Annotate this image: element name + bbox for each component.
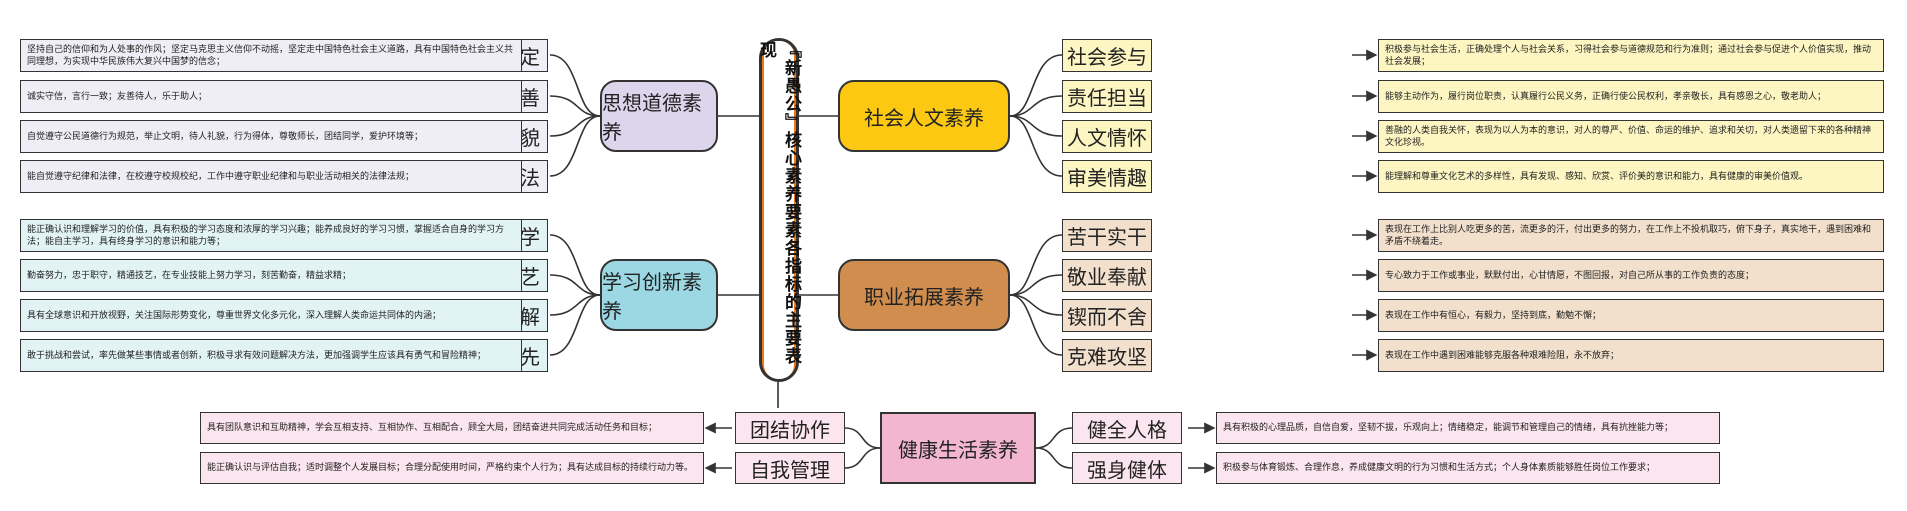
leaf-social-1: 社会参与	[1062, 39, 1152, 72]
desc-career-2: 专心致力于工作或事业，默默付出，心甘情愿，不图回报，对自己所从事的工作负责的态度…	[1378, 259, 1884, 292]
leaf-career-3: 锲而不舍	[1062, 299, 1152, 332]
desc-social-3: 善融的人类自我关怀，表现为以人为本的意识，对人的尊严、价值、命运的维护、追求和关…	[1378, 120, 1884, 153]
desc-career-1: 表现在工作上比别人吃更多的苦，流更多的汗，付出更多的努力，在工作上不投机取巧，俯…	[1378, 219, 1884, 252]
branch-moral: 思想道德素养	[600, 80, 718, 152]
branch-health: 健康生活素养	[880, 412, 1036, 484]
leaf-social-2: 责任担当	[1062, 80, 1152, 113]
leaf-health-left-1: 团结协作	[735, 412, 845, 444]
center-node: 『新愚公』核心素养要素各指标的主要表现	[756, 38, 801, 382]
desc-health-left-1: 具有团队意识和互助精神，学会互相支持、互相协作、互相配合，顾全大局，团结奋进共同…	[200, 412, 704, 444]
desc-moral-3: 自觉遵守公民道德行为规范，举止文明，待人礼貌，行为得体，尊敬师长，团结同学，爱护…	[20, 120, 522, 153]
branch-career: 职业拓展素养	[838, 259, 1010, 331]
desc-moral-2: 诚实守信，言行一致；友善待人，乐于助人；	[20, 80, 522, 113]
leaf-health-right-1: 健全人格	[1072, 412, 1182, 444]
leaf-social-3: 人文情怀	[1062, 120, 1152, 153]
center-title: 『新愚公』核心素养要素各指标的主要表现	[756, 41, 801, 379]
desc-social-4: 能理解和尊重文化艺术的多样性，具有发现、感知、欣赏、评价美的意识和能力，具有健康…	[1378, 160, 1884, 193]
leaf-health-left-2: 自我管理	[735, 452, 845, 484]
desc-moral-4: 能自觉遵守纪律和法律，在校遵守校规校纪，工作中遵守职业纪律和与职业活动相关的法律…	[20, 160, 522, 193]
desc-study-2: 勤奋努力，忠于职守，精通技艺，在专业技能上努力学习，刻苦勤奋，精益求精；	[20, 259, 522, 292]
desc-health-right-1: 具有积极的心理品质，自信自爱，坚韧不拔，乐观向上；情绪稳定，能调节和管理自己的情…	[1216, 412, 1720, 444]
desc-health-left-2: 能正确认识与评估自我；适时调整个人发展目标；合理分配使用时间，严格约束个人行为；…	[200, 452, 704, 484]
leaf-health-right-2: 强身健体	[1072, 452, 1182, 484]
leaf-career-1: 苦干实干	[1062, 219, 1152, 252]
branch-study: 学习创新素养	[600, 259, 718, 331]
desc-health-right-2: 积极参与体育锻炼、合理作息，养成健康文明的行为习惯和生活方式；个人身体素质能够胜…	[1216, 452, 1720, 484]
desc-study-3: 具有全球意识和开放视野，关注国际形势变化，尊重世界文化多元化，深入理解人类命运共…	[20, 299, 522, 332]
desc-social-2: 能够主动作为，履行岗位职责，认真履行公民义务，正确行使公民权利，孝亲敬长，具有感…	[1378, 80, 1884, 113]
leaf-social-4: 审美情趣	[1062, 160, 1152, 193]
desc-career-3: 表现在工作中有恒心，有毅力，坚持到底，勤勉不懈；	[1378, 299, 1884, 332]
desc-career-4: 表现在工作中遇到困难能够克服各种艰难险阻，永不放弃；	[1378, 339, 1884, 372]
desc-social-1: 积极参与社会生活，正确处理个人与社会关系，习得社会参与道德规范和行为准则；通过社…	[1378, 39, 1884, 72]
leaf-career-2: 敬业奉献	[1062, 259, 1152, 292]
desc-study-4: 敢于挑战和尝试，率先做某些事情或者创新，积极寻求有效问题解决方法，更加强调学生应…	[20, 339, 522, 372]
branch-social: 社会人文素养	[838, 80, 1010, 152]
leaf-career-4: 克难攻坚	[1062, 339, 1152, 372]
desc-moral-1: 坚持自己的信仰和为人处事的作风；坚定马克思主义信仰不动摇，坚定走中国特色社会主义…	[20, 39, 522, 72]
desc-study-1: 能正确认识和理解学习的价值，具有积极的学习态度和浓厚的学习兴趣；能养成良好的学习…	[20, 219, 522, 252]
